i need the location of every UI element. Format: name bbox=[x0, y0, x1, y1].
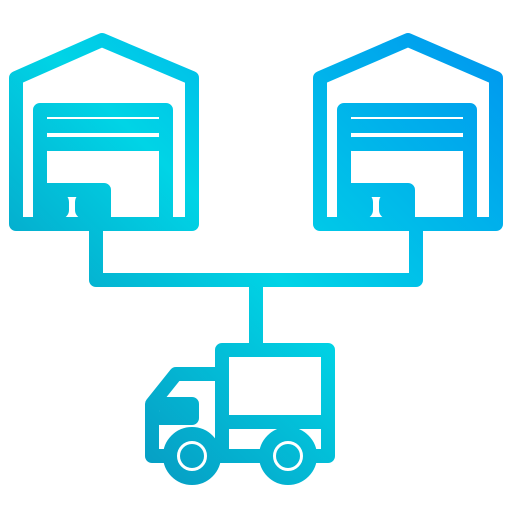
warehouse-right-box-b bbox=[379, 193, 405, 219]
warehouse-left-box-b bbox=[75, 193, 101, 219]
warehouse-right-door-frame bbox=[337, 103, 477, 231]
warehouse-left-door-frame bbox=[33, 103, 173, 231]
warehouse-left-boxes bbox=[33, 183, 111, 231]
warehouse-right-box-a bbox=[347, 193, 373, 219]
warehouse-right-roof bbox=[313, 33, 503, 231]
warehouse-right-door-lines bbox=[345, 119, 469, 151]
warehouse-left-box-a bbox=[43, 193, 69, 219]
truck-wheel-front-hub bbox=[180, 444, 204, 468]
warehouse-right-boxes bbox=[337, 183, 415, 231]
truck-window bbox=[153, 397, 199, 425]
warehouse-left-roof bbox=[9, 33, 199, 231]
warehouse-right-icon bbox=[313, 33, 503, 231]
connector-horizontal bbox=[89, 217, 423, 287]
truck-wheel-rear-hub bbox=[276, 444, 300, 468]
warehouse-left-icon bbox=[9, 33, 199, 231]
delivery-truck-icon bbox=[145, 343, 335, 485]
warehouse-left-door-lines bbox=[41, 119, 165, 151]
connector-lines bbox=[89, 217, 423, 357]
